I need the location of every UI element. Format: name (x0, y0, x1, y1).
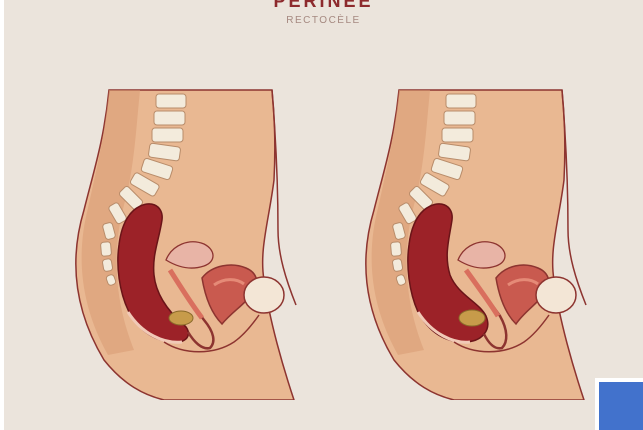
illustration-normal (64, 80, 324, 400)
figure-subtitle: RECTOCÈLE (4, 15, 643, 26)
corner-widget-fill (599, 382, 643, 430)
bladder (244, 277, 284, 313)
vertebra (446, 94, 476, 108)
stool (169, 311, 193, 325)
vertebra (102, 258, 113, 271)
figure-frame: PERINEE RECTOCÈLE (4, 0, 643, 430)
bladder (536, 277, 576, 313)
abdominal-wall (272, 90, 296, 305)
corner-widget[interactable] (595, 378, 643, 430)
pelvis-sagittal-normal (64, 80, 324, 400)
figure-title: PERINEE (4, 0, 643, 12)
vertebra (444, 111, 475, 125)
pelvis-sagittal-rectocele (354, 80, 614, 400)
illustration-rectocele (354, 80, 614, 400)
vertebra (390, 242, 401, 257)
vertebra (392, 258, 403, 271)
abdominal-wall (562, 90, 586, 305)
vertebra (156, 94, 186, 108)
vertebra (152, 128, 183, 142)
vertebra (442, 128, 473, 142)
vertebra (154, 111, 185, 125)
stool (459, 310, 485, 326)
vertebra (100, 242, 111, 257)
